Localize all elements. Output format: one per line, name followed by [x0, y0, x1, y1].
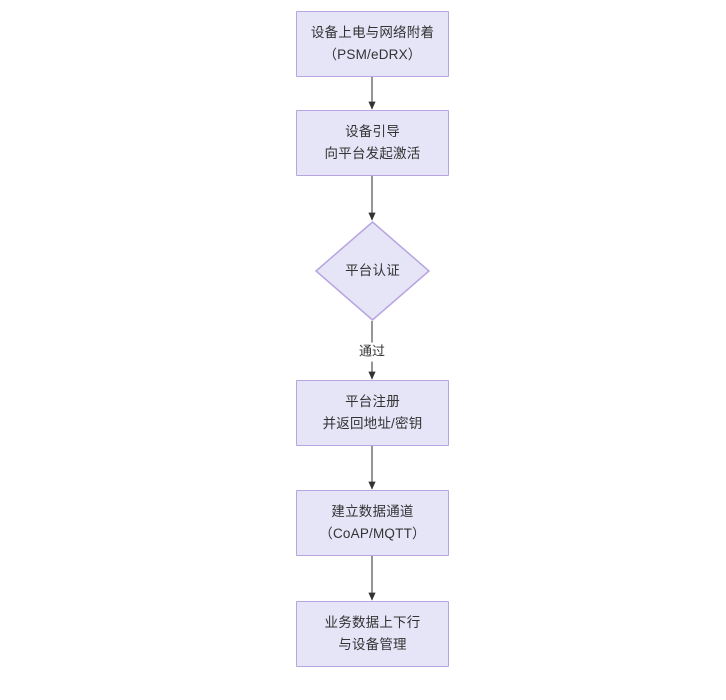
node-device-power-on[interactable]: 设备上电与网络附着 （PSM/eDRX）	[296, 11, 449, 77]
node-device-bootstrap[interactable]: 设备引导 向平台发起激活	[296, 110, 449, 176]
node-label-line: （CoAP/MQTT）	[319, 526, 426, 541]
node-label-line: 设备上电与网络附着	[310, 25, 435, 41]
node-label-line: （PSM/eDRX）	[323, 47, 422, 62]
node-label-line: 平台认证	[345, 263, 400, 279]
edge-label-pass: 通过	[355, 342, 389, 362]
node-label-line: 设备引导	[345, 124, 400, 140]
node-label-line: 建立数据通道	[331, 504, 414, 520]
node-label-line: 平台注册	[345, 394, 400, 410]
node-label-line: 业务数据上下行	[324, 615, 421, 631]
node-platform-authentication[interactable]: 平台认证	[315, 221, 430, 321]
diamond-shape-icon	[315, 221, 430, 321]
node-establish-data-channel[interactable]: 建立数据通道 （CoAP/MQTT）	[296, 490, 449, 556]
node-label-line: 向平台发起激活	[324, 146, 421, 161]
node-label-line: 并返回地址/密钥	[322, 416, 423, 431]
node-business-data-and-device-management[interactable]: 业务数据上下行 与设备管理	[296, 601, 449, 667]
node-label-line: 与设备管理	[338, 637, 407, 652]
node-platform-registration[interactable]: 平台注册 并返回地址/密钥	[296, 380, 449, 446]
